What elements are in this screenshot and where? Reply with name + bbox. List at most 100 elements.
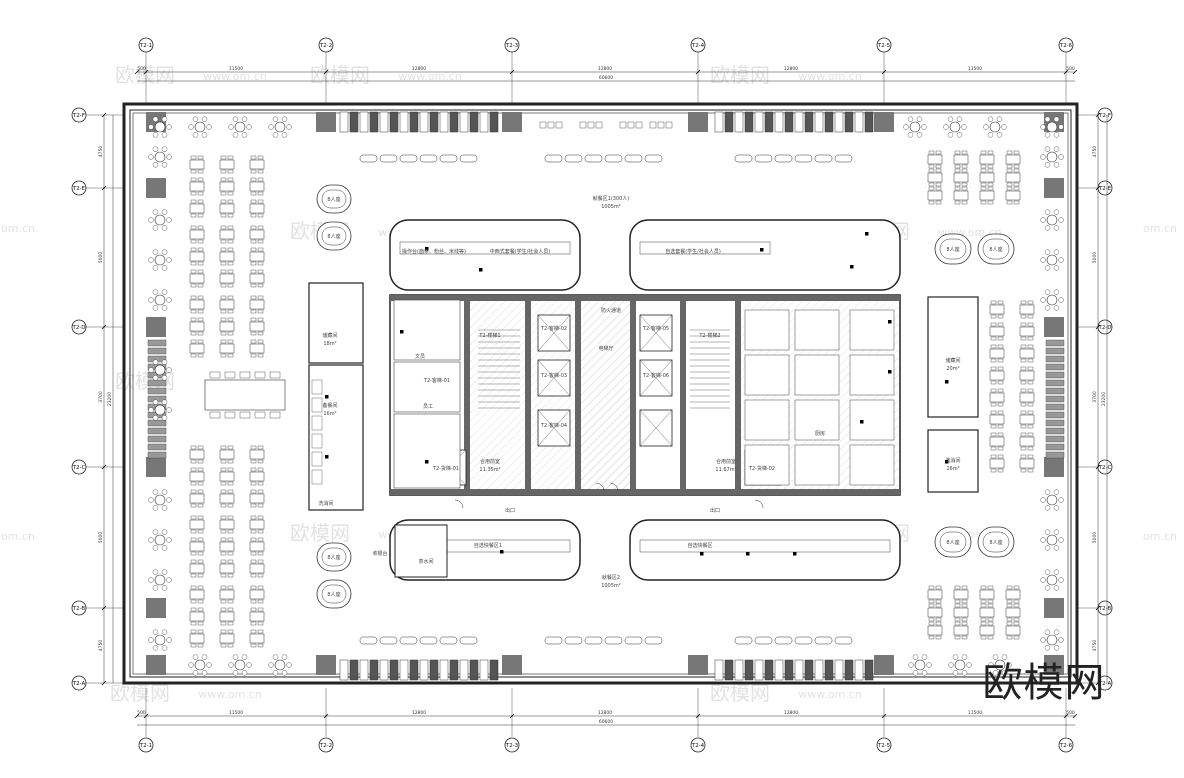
brand-logo: 欧模网 xyxy=(983,660,1106,706)
chair xyxy=(220,213,227,218)
round-table xyxy=(274,659,286,671)
sofa-seat xyxy=(359,154,378,163)
wall xyxy=(390,295,900,301)
chair xyxy=(232,670,239,676)
chair xyxy=(1053,249,1060,255)
chair xyxy=(148,577,154,583)
table xyxy=(927,154,943,165)
chair xyxy=(209,411,221,419)
window-mullion xyxy=(744,659,754,681)
chair xyxy=(997,366,1004,371)
window-mullion xyxy=(1045,371,1065,379)
chair xyxy=(935,599,942,604)
table xyxy=(219,181,235,192)
chair xyxy=(228,124,234,130)
chair xyxy=(1040,297,1046,303)
table xyxy=(989,414,1005,425)
chair xyxy=(916,116,923,122)
chair xyxy=(990,468,997,473)
chair xyxy=(1027,432,1034,437)
chair xyxy=(1053,569,1060,575)
chair xyxy=(268,662,274,668)
chair xyxy=(997,300,1004,305)
elevator-label: T2-客梯-06 xyxy=(642,372,669,379)
chair xyxy=(921,124,927,130)
table xyxy=(219,299,235,310)
chair xyxy=(547,121,555,129)
dimension-tick xyxy=(134,69,140,75)
window-mullion xyxy=(349,111,359,133)
chair xyxy=(1020,410,1027,415)
dimension-tick xyxy=(101,680,107,686)
chair xyxy=(954,168,961,173)
kitchen-bay xyxy=(744,309,790,351)
window-mullion xyxy=(804,111,814,133)
chair xyxy=(190,191,197,196)
column-marker xyxy=(425,247,429,251)
chair xyxy=(220,155,227,160)
grid-bubble xyxy=(690,737,706,753)
dimension-tick xyxy=(143,713,149,719)
chair xyxy=(190,309,197,314)
window-mullion xyxy=(844,659,854,681)
chair xyxy=(197,467,204,472)
shelf xyxy=(311,451,323,467)
chair xyxy=(935,164,942,169)
sofa-seat xyxy=(624,154,643,163)
chair xyxy=(935,168,942,173)
chair xyxy=(1020,388,1027,393)
chair xyxy=(1027,424,1034,429)
chair xyxy=(1013,599,1020,604)
chair xyxy=(197,269,204,274)
sofa-seat xyxy=(459,154,478,163)
chair xyxy=(190,317,197,322)
chair xyxy=(197,191,204,196)
elevator-label: T2-客梯-02 xyxy=(540,325,567,332)
elevator-cross xyxy=(639,409,673,447)
dimension-tick xyxy=(695,713,701,719)
chair xyxy=(1006,662,1012,668)
dimension-tick xyxy=(1095,680,1101,686)
chair xyxy=(220,607,227,612)
chair xyxy=(197,559,204,564)
chair xyxy=(220,481,227,486)
chair xyxy=(197,573,204,578)
chair xyxy=(250,339,257,344)
window-mullion xyxy=(774,659,784,681)
elevator-cross xyxy=(639,359,673,397)
chair xyxy=(947,132,954,138)
grid-label-left: T2-F xyxy=(72,113,85,119)
chair xyxy=(1044,162,1051,168)
chair xyxy=(190,353,197,358)
chair xyxy=(1027,358,1034,363)
chair xyxy=(1001,124,1007,130)
round-table xyxy=(154,364,166,376)
chair xyxy=(190,573,197,578)
chair xyxy=(166,154,172,160)
booth-table xyxy=(982,531,1010,553)
chair xyxy=(961,617,968,622)
table xyxy=(219,203,235,214)
dimension-label: 11500 xyxy=(229,66,243,72)
chair xyxy=(990,336,997,341)
chair xyxy=(990,402,997,407)
grid-label-bottom: T2-6 xyxy=(1059,743,1073,749)
door-swing xyxy=(595,482,605,492)
chair xyxy=(201,670,208,676)
wash-room-right xyxy=(927,429,979,493)
window-mullion xyxy=(764,111,774,133)
grid-label-right: T2-B xyxy=(1098,606,1112,612)
sofa-seat xyxy=(794,154,813,163)
chair xyxy=(1013,182,1020,187)
chair xyxy=(197,225,204,230)
chair xyxy=(1044,132,1051,138)
table xyxy=(1019,392,1035,403)
sofa-seat xyxy=(584,636,603,645)
chair xyxy=(1020,380,1027,385)
chair xyxy=(197,585,204,590)
chair xyxy=(220,225,227,230)
chair xyxy=(152,132,159,138)
window-mullion xyxy=(339,111,349,133)
chair xyxy=(257,169,264,174)
round-table xyxy=(1046,534,1058,546)
